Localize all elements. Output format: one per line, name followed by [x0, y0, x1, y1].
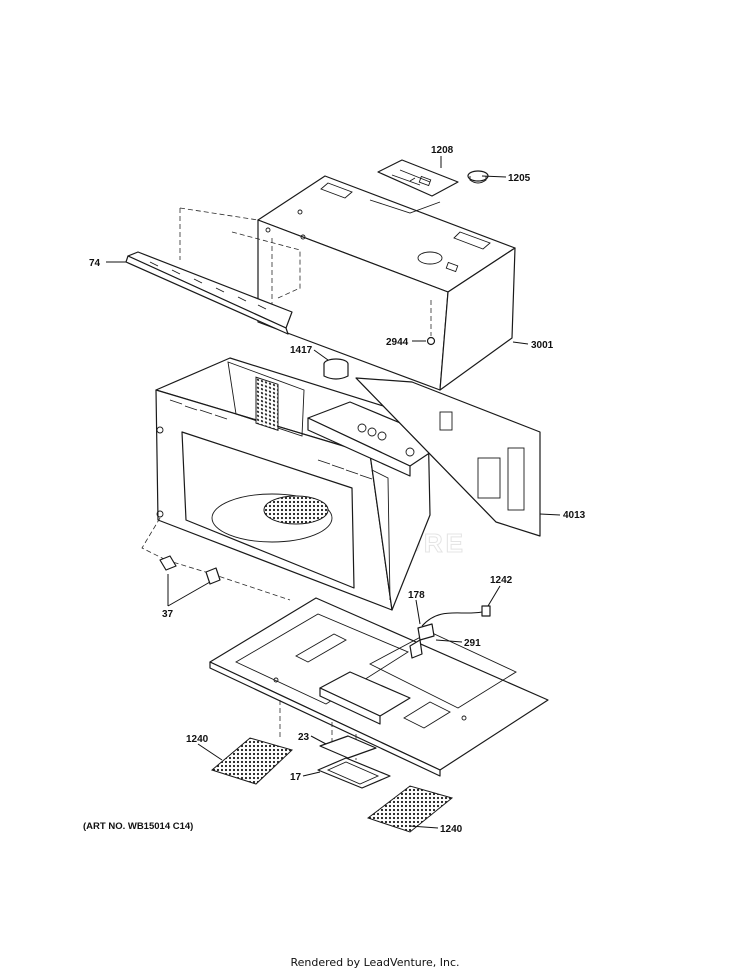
lamp-lens-23 [319, 735, 377, 759]
callout-1240-upper: 1240 [186, 734, 209, 745]
callout-291: 291 [464, 638, 481, 649]
callout-1417: 1417 [290, 345, 313, 356]
art-number: (ART NO. WB15014 C14) [83, 821, 193, 832]
callout-1208: 1208 [431, 145, 454, 156]
leader-lines [106, 156, 561, 829]
back-panel-4013 [355, 377, 541, 537]
grease-filter-1240-right [366, 785, 454, 833]
callout-74: 74 [89, 258, 101, 269]
base-plate [209, 597, 549, 777]
fan-motor-1417 [323, 358, 349, 380]
screw-2944 [426, 300, 436, 346]
callout-1242: 1242 [490, 575, 513, 586]
grease-filter-1240-left [210, 737, 293, 785]
callout-1205: 1205 [508, 173, 531, 184]
callout-4013: 4013 [563, 510, 586, 521]
callout-178: 178 [408, 590, 425, 601]
footer-credit: Rendered by LeadVenture, Inc. [290, 956, 459, 969]
callout-2944: 2944 [386, 337, 409, 348]
latch-parts-37 [159, 555, 221, 585]
mount-plate-1208 [377, 159, 459, 197]
outer-case-3001 [257, 175, 516, 391]
thermostat-1205 [467, 170, 489, 184]
callout-3001: 3001 [531, 340, 554, 351]
wire-harness-1242 [409, 605, 491, 659]
lamp-holder-17 [317, 757, 391, 789]
vent-grille-74 [125, 207, 301, 335]
callout-17: 17 [290, 772, 302, 783]
callout-23: 23 [298, 732, 310, 743]
callout-37: 37 [162, 609, 174, 620]
callout-1240-lower: 1240 [440, 824, 463, 835]
